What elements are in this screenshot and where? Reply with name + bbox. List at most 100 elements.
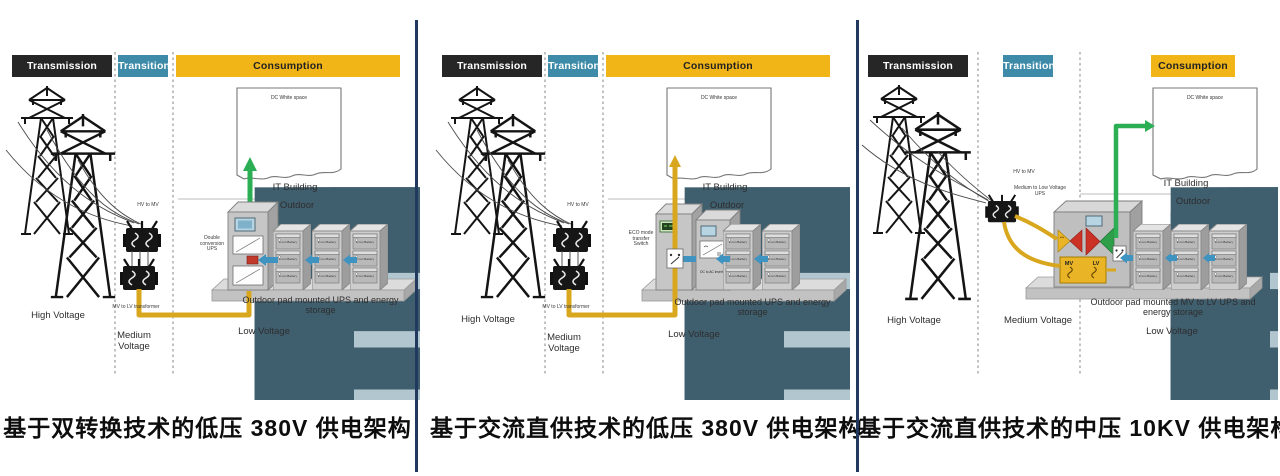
zone-bar-consumption: Consumption (606, 55, 830, 77)
hv-mv-transformer-icon (984, 194, 1020, 224)
dc-white-space-label: DC White space (1187, 95, 1223, 101)
panel-caption: 基于交流直供技术的中压 10KV 供电架构 (858, 415, 1280, 441)
battery-label: Li-ion Battery (356, 240, 375, 244)
panel-divider (415, 20, 418, 472)
it-building-label: IT Building (272, 182, 318, 193)
mv-lv-transformer-icon (119, 258, 159, 292)
hv-to-mv-label: HV to MV (567, 202, 589, 208)
zone-bar-transition: Transition (1003, 55, 1055, 77)
transmission-tower-icon (19, 86, 117, 299)
power-lines (5, 121, 144, 227)
battery-label: Li-ion Battery (1177, 240, 1196, 244)
battery-label: Li-ion Battery (729, 257, 748, 261)
zone-bar-transmission: Transmission (12, 55, 112, 77)
ups-type-label: Double conversion UPS (199, 235, 225, 253)
zone-divider-lines (544, 52, 604, 374)
eco-switch-cabinet (654, 202, 704, 292)
zone-bar-transmission: Transmission (868, 55, 968, 77)
diagram-ac-direct-lv: DC White space (435, 52, 850, 400)
panel-divider (856, 20, 859, 472)
inverter-icon (1085, 227, 1101, 256)
battery-label: Li-ion Battery (318, 240, 337, 244)
dc-bus-arrows (1120, 252, 1215, 264)
low-voltage-label: Low Voltage (668, 329, 720, 340)
battery-label: Li-ion Battery (1177, 257, 1196, 261)
dc-bus-arrows (258, 254, 357, 266)
battery-label: Li-ion Battery (279, 257, 298, 261)
high-voltage-label: High Voltage (887, 315, 941, 326)
green-flow-arrow (1113, 120, 1155, 238)
outdoor-label: Outdoor (1175, 196, 1211, 207)
power-cable (1002, 214, 1116, 272)
battery-label: Li-ion Battery (768, 257, 787, 261)
dc-white-space-box: DC White space (666, 87, 850, 400)
battery-label: Li-ion Battery (356, 257, 375, 261)
outdoor-label: Outdoor (279, 200, 315, 211)
zone-bar-transition: Transition (548, 55, 600, 77)
it-building-label: IT Building (702, 182, 748, 193)
eco-switch-label: ECO mode transfer Switch (628, 230, 654, 248)
medium-voltage-label: Medium Voltage (547, 332, 581, 354)
battery-label: Li-ion Battery (318, 257, 337, 261)
pad-caption: Outdoor pad mounted UPS and energy stora… (242, 295, 399, 316)
transfer-switch-box (666, 248, 684, 269)
transmission-tower-icon (871, 85, 973, 301)
pad-caption: Outdoor pad mounted UPS and energy stora… (674, 297, 831, 318)
battery-label: Li-ion Battery (1177, 274, 1196, 278)
battery-label: Li-ion Battery (356, 274, 375, 278)
battery-label: Li-ion Battery (1139, 274, 1158, 278)
diagram-double-conversion: DC White space (5, 52, 420, 400)
battery-label: Li-ion Battery (768, 240, 787, 244)
panel-caption: 基于交流直供技术的低压 380V 供电架构 (430, 415, 863, 441)
panel-double-conversion: DC White space (0, 0, 415, 476)
zone-bar-transition: Transition (118, 55, 170, 77)
battery-label: Li-ion Battery (279, 240, 298, 244)
battery-label: Li-ion Battery (729, 240, 748, 244)
low-voltage-label: Low Voltage (1146, 326, 1198, 337)
hv-mv-transformer-icon (122, 220, 162, 254)
mv-label: MV (1065, 261, 1074, 267)
rectifier-icon (1057, 229, 1071, 253)
panel-ac-direct-lv: DC White space (430, 0, 863, 476)
mv-lv-transformer-icon (549, 258, 589, 292)
pad-caption: Outdoor pad mounted MV to LV UPS and ene… (1090, 297, 1256, 318)
inverter-label: DC to AC inverter (700, 270, 727, 274)
ups-display (1085, 215, 1103, 227)
battery-label: Li-ion Battery (729, 274, 748, 278)
outdoor-label: Outdoor (709, 200, 745, 211)
hv-to-mv-label: HV to MV (137, 202, 159, 208)
diagram-ac-direct-mv: DC White space MV LV (861, 52, 1278, 400)
mv-to-lv-label: MV to LV transformer (112, 304, 160, 310)
battery-label: Li-ion Battery (1215, 257, 1234, 261)
power-lines (435, 121, 574, 227)
ups-static-switch (246, 255, 259, 265)
medium-voltage-label: Medium Voltage (1003, 315, 1073, 326)
power-cable (136, 289, 252, 318)
transmission-tower-icon (449, 86, 547, 299)
battery-label: Li-ion Battery (1215, 274, 1234, 278)
inverter-display (700, 225, 717, 237)
hv-to-mv-label: HV to MV (1013, 169, 1035, 175)
hv-mv-transformer-icon (552, 220, 592, 254)
high-voltage-label: High Voltage (31, 310, 85, 321)
mv-to-lv-label: MV to LV transformer (542, 304, 590, 310)
battery-cabinets: Li-ion Battery Li-ion Battery Li-ion Bat… (1133, 224, 1247, 290)
battery-label: Li-ion Battery (1139, 240, 1158, 244)
it-building-label: IT Building (1163, 178, 1209, 189)
mv-lv-transformer-module: MV LV (1059, 256, 1107, 284)
mv-ups-label: Medium to Low Voltage UPS (1014, 185, 1066, 197)
high-voltage-label: High Voltage (461, 314, 515, 325)
battery-cabinets: Li-ion Battery Li-ion Battery Li-ion Bat… (723, 224, 800, 290)
dc-white-space-box: DC White space (236, 87, 420, 400)
battery-label: Li-ion Battery (279, 274, 298, 278)
zone-bar-consumption: Consumption (176, 55, 400, 77)
battery-label: Li-ion Battery (318, 274, 337, 278)
zone-divider-lines (114, 52, 174, 374)
medium-voltage-label: Medium Voltage (117, 330, 151, 352)
mv-ups-cabinet: MV LV (1052, 199, 1144, 289)
dc-white-space-box: DC White space (1152, 87, 1278, 400)
dc-white-space-label: DC White space (701, 95, 737, 101)
ups-cabinet (226, 200, 280, 292)
battery-label: Li-ion Battery (1215, 240, 1234, 244)
